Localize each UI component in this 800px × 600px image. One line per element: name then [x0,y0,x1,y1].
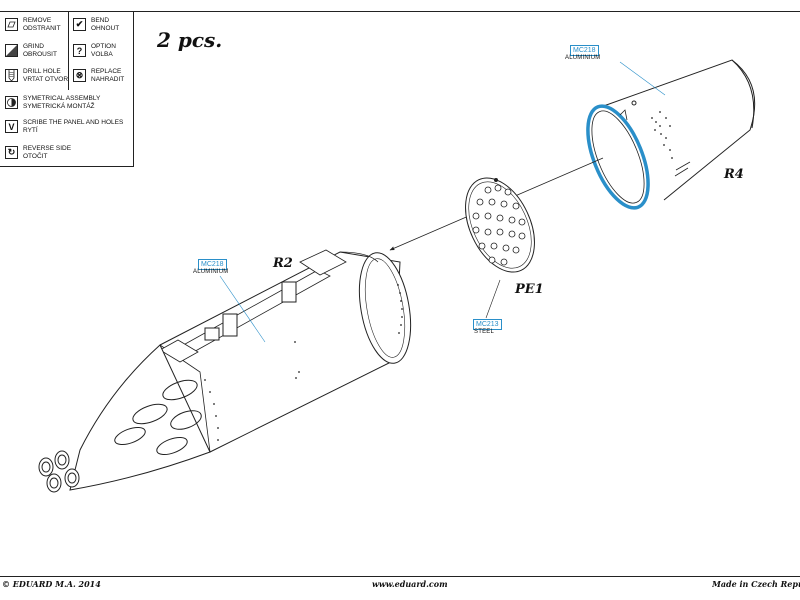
legend-drill-text: DRILL HOLE VRTAT OTVOR [23,68,69,83]
legend-replace-text: REPLACE NAHRADIT [91,68,125,83]
symbol-legend: REMOVE ODSTRANIT ✔ BEND OHNOUT GRIND OBR… [0,11,134,167]
legend-grind-text: GRIND OBROUSIT [23,43,57,58]
legend-scribe-text: SCRIBE THE PANEL AND HOLES RYTÍ [23,119,124,134]
symmetrical-assembly-icon [5,96,18,109]
r4-leader [619,61,666,96]
legend-reverse-text: REVERSE SIDE OTOČIT [23,145,72,160]
part-label-pe1: PE1 [515,282,544,297]
legend-replace: ⊗ REPLACE NAHRADIT [73,68,124,83]
top-frame-line [0,11,800,12]
pe1-leader [485,279,501,319]
r2-material-name: ALUMINIUM [193,269,229,275]
grind-icon [5,44,18,57]
legend-bend: ✔ BEND OHNOUT [73,17,119,32]
r4-vent-holes [651,111,673,159]
r4-material-code: MC218 [570,45,599,56]
r2-nozzles [38,450,80,493]
r2-exhaust-section [38,344,211,493]
drill-icon [5,69,18,82]
legend-option-text: OPTION VOLBA [91,43,116,58]
footer-website: www.eduard.com [372,579,448,589]
legend-option: ? OPTION VOLBA [73,43,116,58]
scribe-icon: V [5,120,18,133]
legend-bend-text: BEND OHNOUT [91,17,120,32]
legend-reverse: ↻ REVERSE SIDE OTOČIT [5,145,71,160]
legend-remove: REMOVE ODSTRANIT [5,17,61,32]
pe1-material-code: MC213 [473,319,502,330]
reverse-side-icon: ↻ [5,146,18,159]
footer-copyright: © EDUARD M.A. 2014 [2,579,101,589]
part-label-r4: R4 [724,167,744,182]
legend-divider [68,11,69,90]
replace-icon: ⊗ [73,69,86,82]
legend-grind: GRIND OBROUSIT [5,43,57,58]
quantity-title: 2 pcs. [157,28,223,52]
pe1-material-name: STEEL [474,329,495,335]
r2-rivets [204,284,403,441]
remove-icon [5,18,18,31]
question-mark-icon: ? [73,44,86,57]
r2-rocket-body [159,249,412,453]
r2-leader [219,275,266,343]
pe1-perforated-disc [465,177,535,273]
footer-made-in: Made in Czech Repu [712,579,800,589]
legend-symmetrical: SYMETRICAL ASSEMBLY SYMETRICKÁ MONTÁŽ [5,95,100,110]
r4-material-name: ALUMINIUM [565,55,601,61]
r2-material-code: MC218 [198,259,227,270]
legend-symmetrical-text: SYMETRICAL ASSEMBLY SYMETRICKÁ MONTÁŽ [23,95,101,110]
legend-drill: DRILL HOLE VRTAT OTVOR [5,68,68,83]
legend-scribe: V SCRIBE THE PANEL AND HOLES RYTÍ [5,119,123,134]
bottom-frame-line [0,576,800,577]
r4-nose-cone [586,59,756,210]
legend-remove-text: REMOVE ODSTRANIT [23,17,61,32]
bend-icon: ✔ [73,18,86,31]
pe1-holes [472,184,526,266]
part-label-r2: R2 [273,256,293,271]
